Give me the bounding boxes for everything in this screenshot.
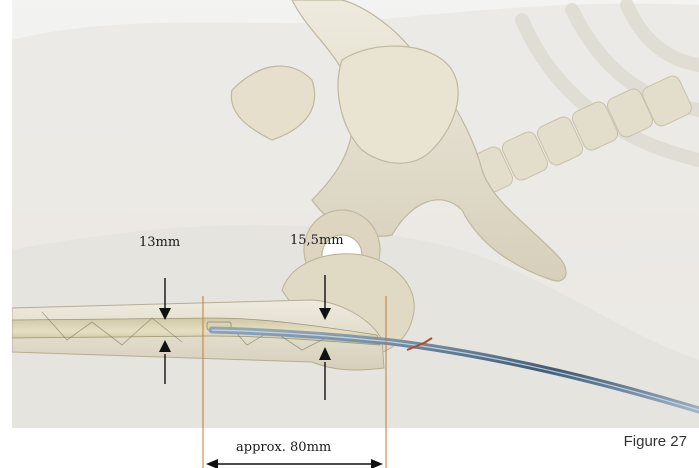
- length-dimension: [0, 428, 699, 468]
- illustration-panel: 13mm 15,5mm: [12, 0, 699, 428]
- length-arrow-right-head: [371, 459, 383, 468]
- figure-caption: Figure 27: [624, 433, 687, 450]
- label-right-diameter: 15,5mm: [290, 233, 344, 248]
- anatomy-illustration: [12, 0, 699, 428]
- label-length: approx. 80mm: [236, 440, 331, 455]
- label-left-diameter: 13mm: [139, 235, 180, 250]
- length-arrow-left-head: [206, 459, 218, 468]
